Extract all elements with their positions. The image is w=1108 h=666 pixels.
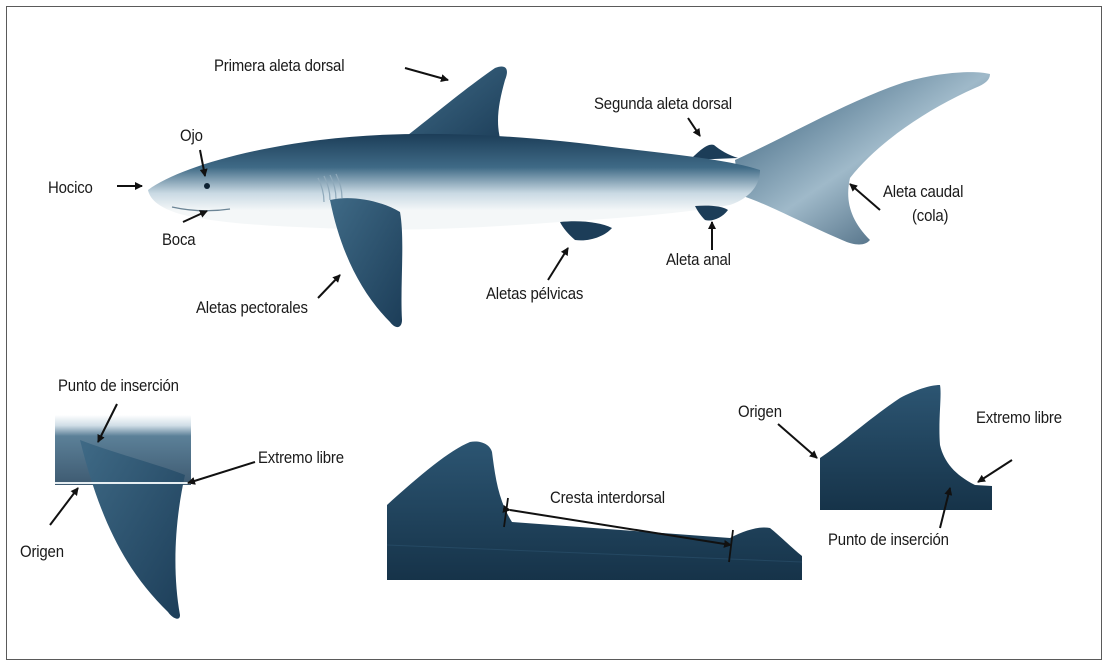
arrow-left-origen: [50, 488, 78, 525]
label-aletas-pectorales: Aletas pectorales: [196, 298, 308, 318]
detail-dorsal-fin: [820, 385, 992, 510]
label-left-extremo-libre: Extremo libre: [258, 448, 344, 468]
label-right-punto-insercion: Punto de inserción: [828, 530, 949, 550]
anal-fin-shape: [695, 206, 728, 221]
label-aleta-caudal: Aleta caudal: [883, 182, 963, 202]
arrow-left-extremo: [188, 462, 255, 483]
pectoral-fin-shape: [330, 198, 402, 327]
label-segunda-aleta-dorsal: Segunda aleta dorsal: [594, 94, 732, 114]
label-primera-aleta-dorsal: Primera aleta dorsal: [214, 56, 344, 76]
label-aleta-anal: Aleta anal: [666, 250, 731, 270]
arrow-pelvicas: [548, 248, 568, 280]
label-right-extremo-libre: Extremo libre: [976, 408, 1062, 428]
detail-pectoral-fin: [55, 415, 191, 619]
label-cola: (cola): [912, 206, 948, 226]
arrow-caudal: [850, 184, 880, 210]
pelvic-fin-shape: [560, 221, 612, 240]
label-left-origen: Origen: [20, 542, 64, 562]
detail-interdorsal-ridge: [387, 441, 802, 580]
first-dorsal-fin-shape: [408, 67, 507, 146]
arrow-right-origen: [778, 424, 817, 458]
arrow-primera-dorsal: [405, 68, 448, 80]
label-aletas-pelvicas: Aletas pélvicas: [486, 284, 583, 304]
arrow-segunda-dorsal: [688, 118, 700, 136]
arrow-pectorales: [318, 275, 340, 298]
label-ojo: Ojo: [180, 126, 203, 146]
label-right-origen: Origen: [738, 402, 782, 422]
label-left-punto-insercion: Punto de inserción: [58, 376, 179, 396]
shark-body: [148, 134, 760, 230]
label-boca: Boca: [162, 230, 195, 250]
label-hocico: Hocico: [48, 178, 93, 198]
eye-shape: [204, 183, 210, 189]
caudal-fin-shape: [735, 72, 990, 244]
label-cresta-interdorsal: Cresta interdorsal: [550, 488, 665, 508]
